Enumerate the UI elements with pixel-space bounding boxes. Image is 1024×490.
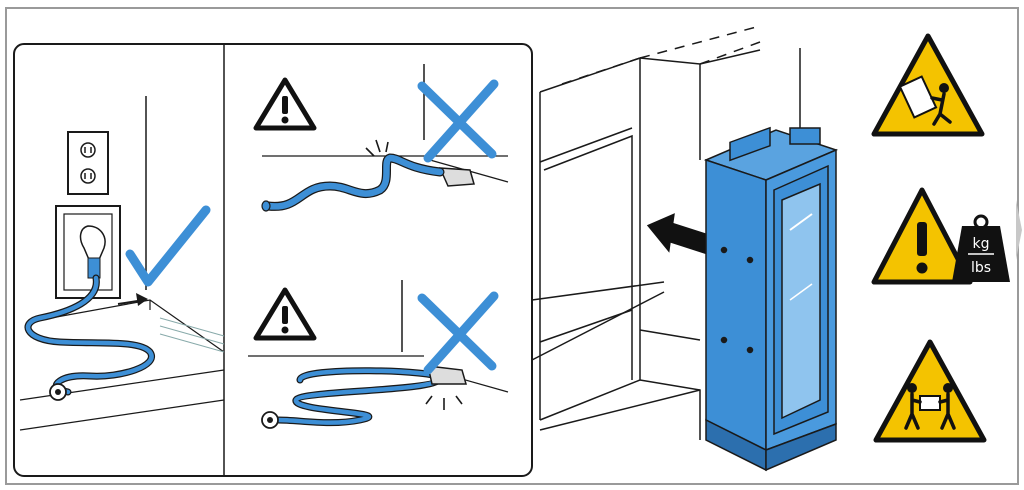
incorrect-scene-kinked [253,64,509,212]
correct-routing-scene [19,96,225,431]
warning-triangle-icon [253,77,317,131]
incorrect-scene-crushed [248,280,509,429]
scroll-edge-indicator [1016,200,1022,260]
cross-icon [417,291,499,375]
tip-over-hazard-icon [871,33,985,137]
weight-unit-lbs: lbs [971,260,991,276]
plug-end-crushed [261,411,279,429]
plug-end-correct [49,383,67,401]
cross-icon [417,79,499,163]
insert-direction-arrow [646,213,718,258]
weight-unit-kg: kg [973,236,990,252]
wine-cooler-appliance [703,126,839,472]
checkmark-icon [125,205,211,287]
warning-triangle-icon [253,287,317,341]
wall-outlet-upper [67,131,109,195]
two-person-lift-icon [873,339,987,443]
cabinet-niche [539,25,801,440]
wall-outlet-plugged [55,205,121,299]
heavy-weight-icon: kg lbs [871,187,1010,285]
